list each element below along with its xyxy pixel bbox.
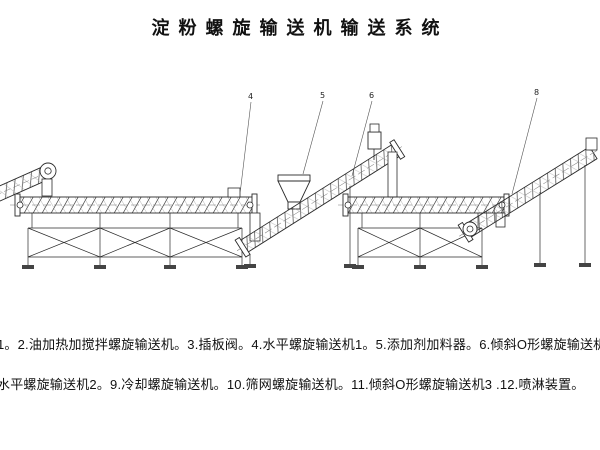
callout-label: 4 bbox=[248, 92, 253, 101]
inlet-port bbox=[227, 187, 241, 198]
callout-label: 8 bbox=[534, 88, 539, 97]
feed-chute bbox=[41, 178, 53, 197]
callout-label: 5 bbox=[320, 91, 325, 100]
inclined-conveyor-3 bbox=[457, 137, 599, 267]
drop-chute bbox=[387, 151, 398, 198]
oil-heated-mixer-conveyor bbox=[0, 162, 57, 221]
callout-label: 6 bbox=[369, 91, 374, 100]
drawing-title: 淀粉螺旋输送机输送系统 bbox=[151, 18, 449, 38]
horizontal-conveyor-1 bbox=[10, 187, 262, 242]
additive-hopper-icon bbox=[277, 174, 311, 210]
parts-list-line-1: 1。2.油加热加搅拌螺旋输送机。3.插板阀。4.水平螺旋输送机1。5.添加剂加料… bbox=[0, 337, 600, 352]
support-truss-right bbox=[352, 213, 488, 269]
drive-motor-icon bbox=[367, 123, 382, 160]
callout-leader-lines bbox=[239, 97, 538, 195]
head-section bbox=[585, 137, 598, 151]
parts-list-line-2: 水平螺旋输送机2。9.冷却螺旋输送机。10.筛网螺旋输送机。11.倾斜O形螺旋输… bbox=[0, 377, 585, 392]
inclined-conveyor-2 bbox=[234, 123, 406, 268]
support-truss-left bbox=[22, 213, 248, 269]
